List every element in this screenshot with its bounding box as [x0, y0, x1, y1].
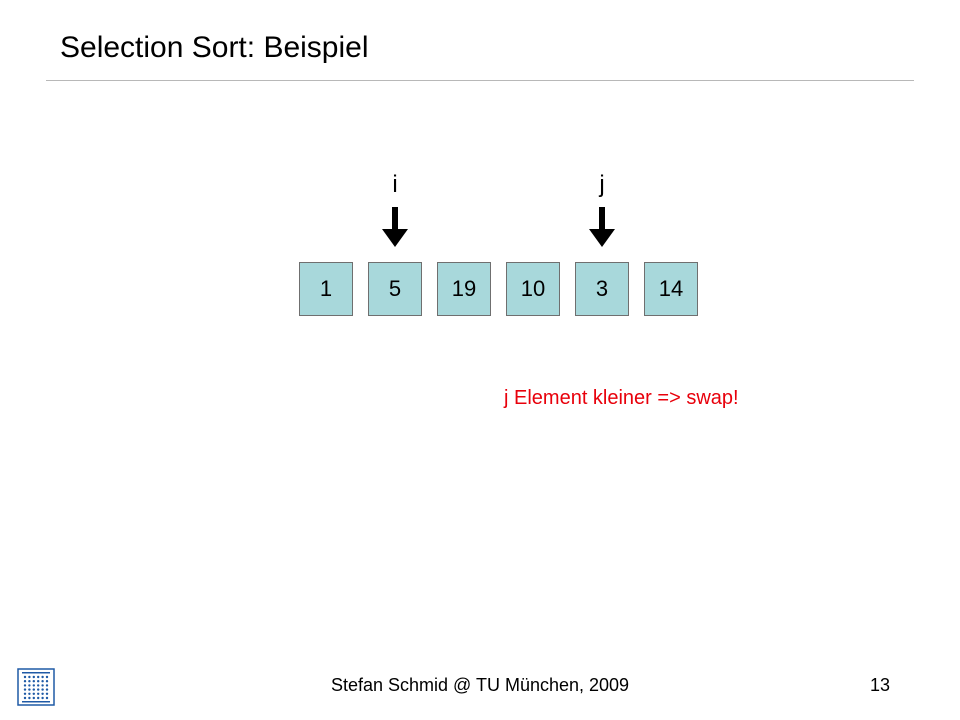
array-cell: 14 [644, 262, 698, 316]
tum-logo-icon [17, 668, 55, 706]
swap-note: j Element kleiner => swap! [504, 387, 739, 409]
array-cell: 5 [368, 262, 422, 316]
array-cell: 1 [299, 262, 353, 316]
down-arrow-icon [382, 207, 408, 247]
pointer-label-i: i [392, 171, 398, 198]
down-arrow-icon [589, 207, 615, 247]
page-number: 13 [869, 675, 890, 695]
pointer-label-j: j [599, 171, 605, 198]
title-divider [46, 80, 914, 81]
array-cell: 3 [575, 262, 629, 316]
footer-text: Stefan Schmid @ TU München, 2009 [330, 675, 630, 695]
array-cell: 19 [437, 262, 491, 316]
array-cell: 10 [506, 262, 560, 316]
slide-title: Selection Sort: Beispiel [60, 31, 369, 64]
